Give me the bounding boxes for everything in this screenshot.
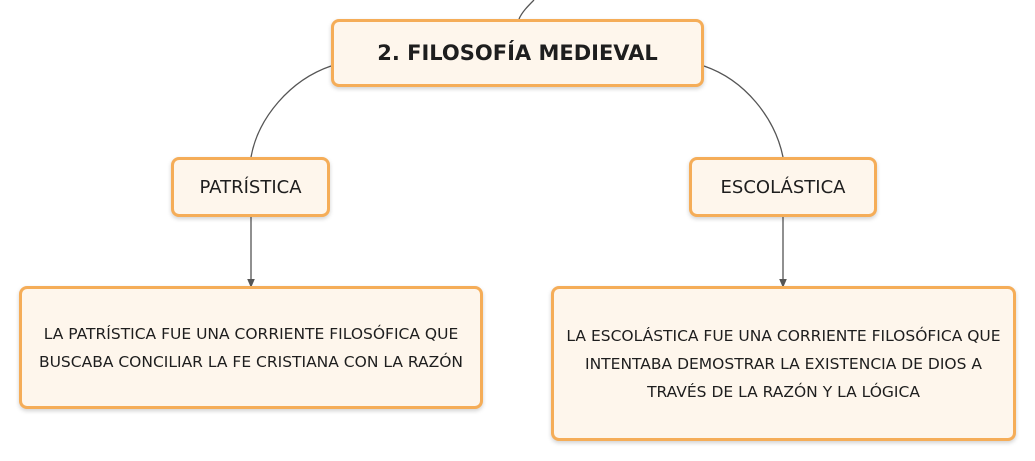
- node-patristica-label: PATRÍSTICA: [199, 176, 302, 198]
- root-title: 2. FILOSOFÍA MEDIEVAL: [377, 41, 658, 65]
- patristica-description-text: LA PATRÍSTICA FUE UNA CORRIENTE FILOSÓFI…: [38, 324, 464, 371]
- root-node[interactable]: 2. FILOSOFÍA MEDIEVAL: [331, 19, 704, 87]
- node-patristica-description[interactable]: LA PATRÍSTICA FUE UNA CORRIENTE FILOSÓFI…: [19, 286, 483, 409]
- connector-root-to-patristica: [250, 65, 332, 158]
- escolastica-description-text: LA ESCOLÁSTICA FUE UNA CORRIENTE FILOSÓF…: [566, 326, 1001, 401]
- node-escolastica-description[interactable]: LA ESCOLÁSTICA FUE UNA CORRIENTE FILOSÓF…: [551, 286, 1016, 441]
- node-escolastica-label: ESCOLÁSTICA: [720, 176, 846, 198]
- node-escolastica[interactable]: ESCOLÁSTICA: [689, 157, 877, 217]
- connector-root-to-escolastica: [703, 65, 784, 158]
- incoming-connector: [518, 0, 535, 20]
- node-patristica[interactable]: PATRÍSTICA: [171, 157, 330, 217]
